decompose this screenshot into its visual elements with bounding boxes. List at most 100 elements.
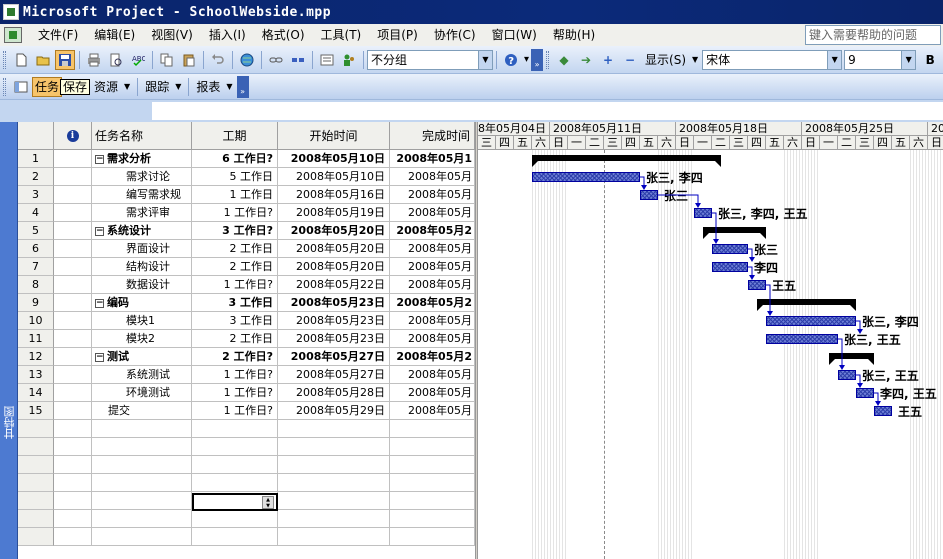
summary-bar[interactable] xyxy=(829,353,874,365)
task-duration[interactable]: 2 工作日 xyxy=(192,330,278,348)
row-id[interactable] xyxy=(18,510,54,528)
dependency-link[interactable] xyxy=(712,212,717,243)
outdent-button[interactable]: ◆ xyxy=(554,50,574,70)
menu-edit[interactable]: 编辑(E) xyxy=(94,28,136,42)
toolbar-grip[interactable] xyxy=(546,50,550,69)
task-bar[interactable] xyxy=(766,334,838,344)
task-duration[interactable]: 1 工作日? xyxy=(192,402,278,420)
open-button[interactable] xyxy=(33,50,53,70)
task-name-cell[interactable]: −需求分析 xyxy=(92,150,192,168)
entry-field[interactable] xyxy=(152,102,943,120)
column-header-name[interactable]: 任务名称 xyxy=(92,122,192,150)
indicators-header[interactable]: i xyxy=(54,122,92,150)
task-start[interactable] xyxy=(278,528,390,546)
show-outline-dropdown[interactable]: 显示(S) ▼ xyxy=(641,50,702,70)
task-finish[interactable]: 2008年05月 xyxy=(390,168,475,186)
assign-resources-button[interactable] xyxy=(339,50,359,70)
task-start[interactable]: 2008年05月20日 xyxy=(278,258,390,276)
row-id[interactable] xyxy=(18,474,54,492)
copy-button[interactable] xyxy=(157,50,177,70)
task-bar[interactable] xyxy=(532,172,640,182)
task-duration[interactable] xyxy=(192,528,278,546)
toolbar-grip[interactable] xyxy=(3,50,6,69)
task-bar[interactable] xyxy=(640,190,658,200)
spinner-arrows[interactable]: ▲▼ xyxy=(262,496,274,509)
document-icon[interactable] xyxy=(4,27,22,43)
table-row[interactable] xyxy=(18,474,475,492)
tasks-guide-button[interactable]: 任务 xyxy=(32,76,63,97)
row-id[interactable]: 10 xyxy=(18,312,54,330)
task-name-cell[interactable]: 结构设计 xyxy=(92,258,192,276)
task-duration[interactable]: 2 工作日 xyxy=(192,240,278,258)
table-row[interactable] xyxy=(18,510,475,528)
task-name-cell[interactable]: 界面设计 xyxy=(92,240,192,258)
task-finish[interactable] xyxy=(390,474,475,492)
task-duration[interactable]: 1 工作日 xyxy=(192,186,278,204)
task-finish[interactable] xyxy=(390,420,475,438)
task-bar[interactable] xyxy=(712,262,748,272)
task-finish[interactable] xyxy=(390,528,475,546)
task-bar[interactable] xyxy=(748,280,766,290)
menu-file[interactable]: 文件(F) xyxy=(38,28,79,42)
menu-view[interactable]: 视图(V) xyxy=(151,28,193,42)
task-name-cell[interactable] xyxy=(92,492,192,510)
task-finish[interactable]: 2008年05月2 xyxy=(390,294,475,312)
indent-button[interactable]: ➔ xyxy=(576,50,596,70)
row-id[interactable]: 5 xyxy=(18,222,54,240)
task-bar[interactable] xyxy=(856,388,874,398)
hyperlink-button[interactable] xyxy=(237,50,257,70)
task-start[interactable]: 2008年05月19日 xyxy=(278,204,390,222)
save-button[interactable] xyxy=(55,49,75,70)
task-start[interactable] xyxy=(278,492,390,510)
task-duration[interactable]: 2 工作日? xyxy=(192,348,278,366)
dependency-link[interactable] xyxy=(658,194,699,207)
row-id[interactable]: 6 xyxy=(18,240,54,258)
task-finish[interactable]: 2008年05月 xyxy=(390,240,475,258)
print-button[interactable] xyxy=(84,50,104,70)
row-id[interactable]: 11 xyxy=(18,330,54,348)
duration-spinner[interactable]: ▲▼ xyxy=(192,493,278,511)
track-guide-dropdown[interactable]: 跟踪 ▼ xyxy=(141,77,185,97)
task-name-cell[interactable] xyxy=(92,456,192,474)
task-name-cell[interactable] xyxy=(92,510,192,528)
task-start[interactable] xyxy=(278,438,390,456)
summary-bar[interactable] xyxy=(532,155,721,167)
menu-tools[interactable]: 工具(T) xyxy=(320,28,362,42)
menu-collaborate[interactable]: 协作(C) xyxy=(433,28,476,42)
task-name-cell[interactable]: 需求评审 xyxy=(92,204,192,222)
task-duration[interactable]: 5 工作日 xyxy=(192,168,278,186)
task-start[interactable]: 2008年05月23日 xyxy=(278,330,390,348)
task-duration[interactable] xyxy=(192,474,278,492)
row-id[interactable]: 7 xyxy=(18,258,54,276)
row-id[interactable]: 2 xyxy=(18,168,54,186)
task-finish[interactable]: 2008年05月1 xyxy=(390,150,475,168)
font-size-select[interactable]: 9 ▼ xyxy=(844,49,917,70)
task-start[interactable]: 2008年05月23日 xyxy=(278,294,390,312)
view-bar[interactable]: 甘特图 xyxy=(0,122,18,559)
report-guide-dropdown[interactable]: 报表 ▼ xyxy=(192,77,236,97)
menu-window[interactable]: 窗口(W) xyxy=(491,28,537,42)
table-row[interactable] xyxy=(18,456,475,474)
link-tasks-button[interactable] xyxy=(266,50,286,70)
task-duration[interactable]: 3 工作日 xyxy=(192,294,278,312)
task-duration[interactable]: 1 工作日? xyxy=(192,384,278,402)
hide-subtasks-button[interactable]: − xyxy=(620,50,640,70)
task-name-cell[interactable]: 系统测试 xyxy=(92,366,192,384)
summary-bar[interactable] xyxy=(757,299,856,311)
task-bar[interactable] xyxy=(766,316,856,326)
task-finish[interactable]: 2008年05月 xyxy=(390,276,475,294)
table-row[interactable] xyxy=(18,438,475,456)
task-finish[interactable] xyxy=(390,456,475,474)
help-search-input[interactable]: 键入需要帮助的问题 xyxy=(805,25,941,45)
task-start[interactable]: 2008年05月22日 xyxy=(278,276,390,294)
table-row[interactable] xyxy=(18,528,475,546)
task-finish[interactable] xyxy=(390,510,475,528)
row-id[interactable] xyxy=(18,528,54,546)
